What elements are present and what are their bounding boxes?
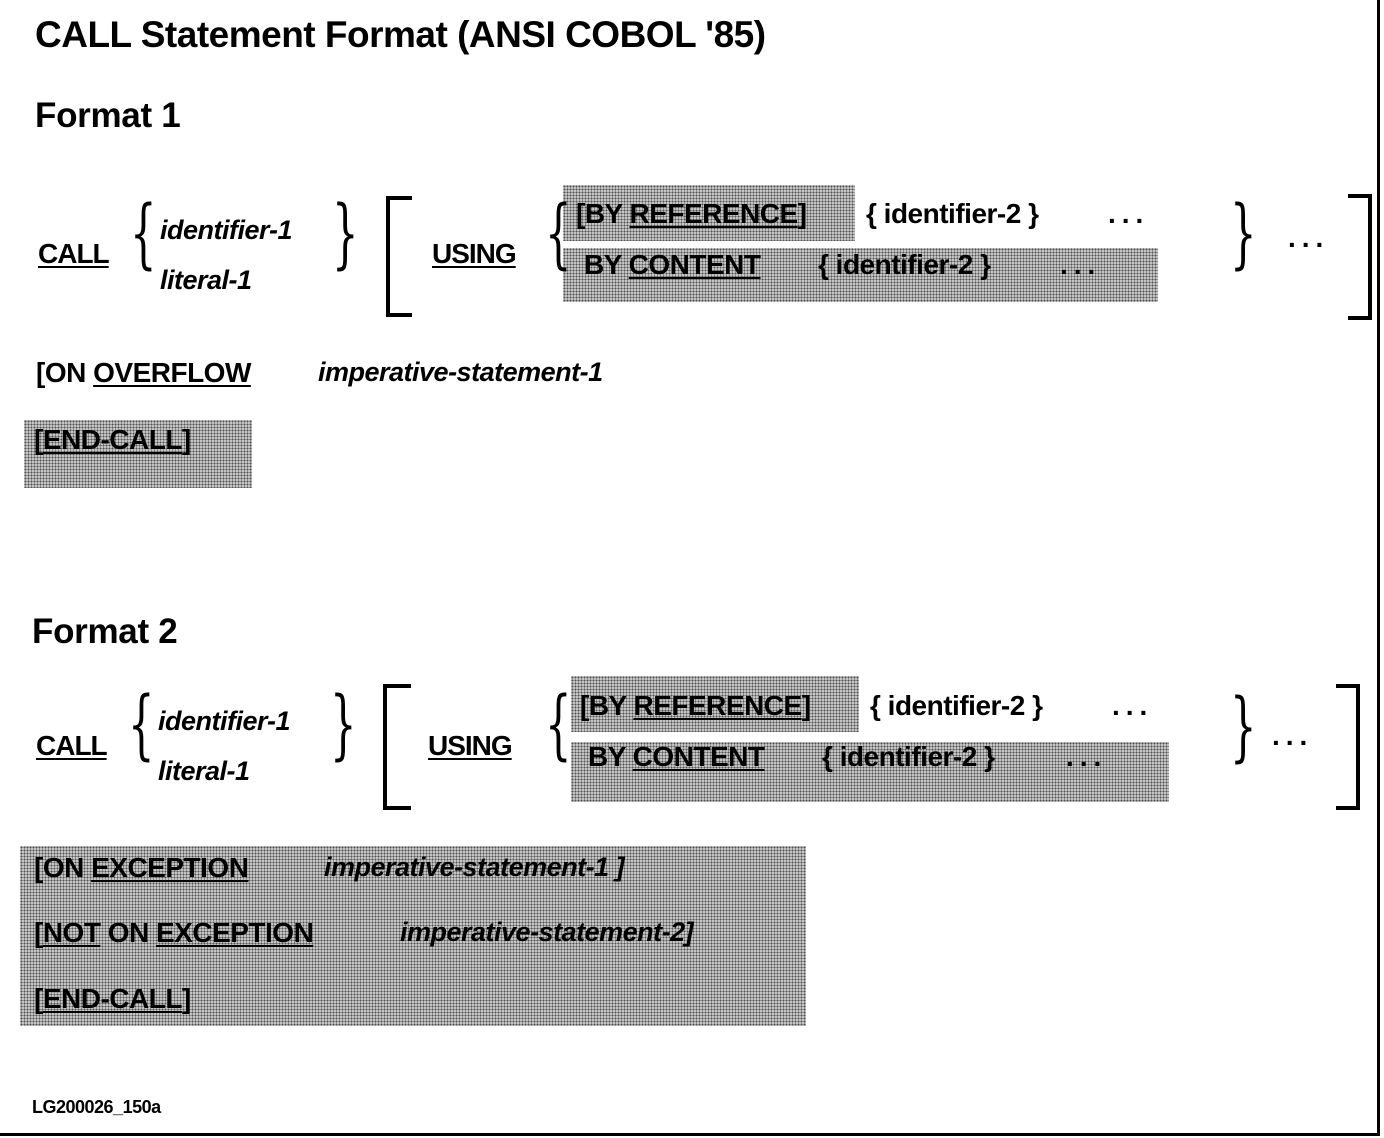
format-2-using-right-brace: } — [1230, 681, 1257, 770]
format-1-end-call: [END-CALL] — [34, 424, 191, 455]
format-2-call-keyword: CALL — [36, 730, 108, 761]
format-2-heading: Format 2 — [32, 612, 178, 651]
format-1-end-call-shade — [24, 420, 252, 488]
format-2-by-reference: [BY REFERENCE] — [580, 690, 811, 721]
format-1-right-square-bracket — [1348, 194, 1372, 320]
figure-id-label: LG200026_150a — [32, 1097, 161, 1117]
format-2-by-content-operand: { identifier-2 } — [822, 741, 995, 772]
format-2-outer-ellipsis: ... — [1272, 720, 1314, 751]
format-2-end-call: [END-CALL] — [34, 983, 191, 1014]
format-1-call-keyword: CALL — [38, 238, 110, 269]
format-2-exception-shade — [20, 846, 806, 1026]
format-1-by-content-operand: { identifier-2 } — [818, 249, 991, 280]
format-2-imperative-statement-2: imperative-statement-2] — [400, 917, 694, 947]
format-1-heading: Format 1 — [35, 96, 181, 135]
format-1-by-reference-shade — [563, 185, 855, 241]
format-2-by-reference-ellipsis: ... — [1112, 690, 1154, 721]
format-2-by-content: BY CONTENT — [588, 741, 765, 772]
format-1-literal-1: literal-1 — [160, 265, 252, 295]
format-1-by-content-ellipsis: ... — [1060, 249, 1102, 280]
format-2-using-left-brace: { — [545, 679, 572, 768]
format-2-identifier-1: identifier-1 — [158, 706, 291, 736]
format-2-using-keyword: USING — [428, 730, 513, 761]
format-2-right-square-bracket — [1336, 684, 1360, 810]
format-1-left-brace: { — [130, 188, 157, 277]
format-1-by-reference: [BY REFERENCE] — [576, 198, 807, 229]
format-1-on-overflow: [ON OVERFLOW — [36, 357, 251, 388]
figure-title: CALL Statement Format (ANSI COBOL '85) — [35, 14, 766, 55]
format-1-outer-ellipsis: ... — [1288, 222, 1330, 253]
format-2-literal-1: literal-1 — [158, 756, 250, 786]
format-2-by-reference-operand: { identifier-2 } — [870, 690, 1043, 721]
format-1-using-left-brace: { — [545, 188, 572, 277]
format-2-left-square-bracket — [383, 684, 411, 810]
format-2-by-reference-shade — [571, 676, 859, 732]
format-1-left-square-bracket — [386, 196, 412, 317]
format-2-by-content-ellipsis: ... — [1066, 741, 1108, 772]
format-2-left-brace: { — [128, 679, 155, 768]
format-1-using-keyword: USING — [432, 238, 517, 269]
format-1-right-brace: } — [332, 188, 359, 277]
format-1-by-reference-operand: { identifier-2 } — [866, 198, 1039, 229]
format-2-right-brace: } — [330, 679, 357, 768]
format-1-using-right-brace: } — [1230, 188, 1257, 277]
format-1-by-content: BY CONTENT — [584, 249, 761, 280]
format-2-on-exception: [ON EXCEPTION — [34, 852, 249, 883]
format-2-imperative-statement-1: imperative-statement-1 ] — [324, 852, 625, 882]
format-2-by-content-shade — [571, 742, 1169, 802]
format-1-by-content-shade — [563, 248, 1158, 302]
format-2-not-on-exception: [NOT ON EXCEPTION — [34, 917, 314, 948]
format-1-imperative-statement-1: imperative-statement-1 — [318, 357, 603, 387]
format-1-by-reference-ellipsis: ... — [1108, 198, 1150, 229]
format-1-identifier-1: identifier-1 — [160, 215, 293, 245]
